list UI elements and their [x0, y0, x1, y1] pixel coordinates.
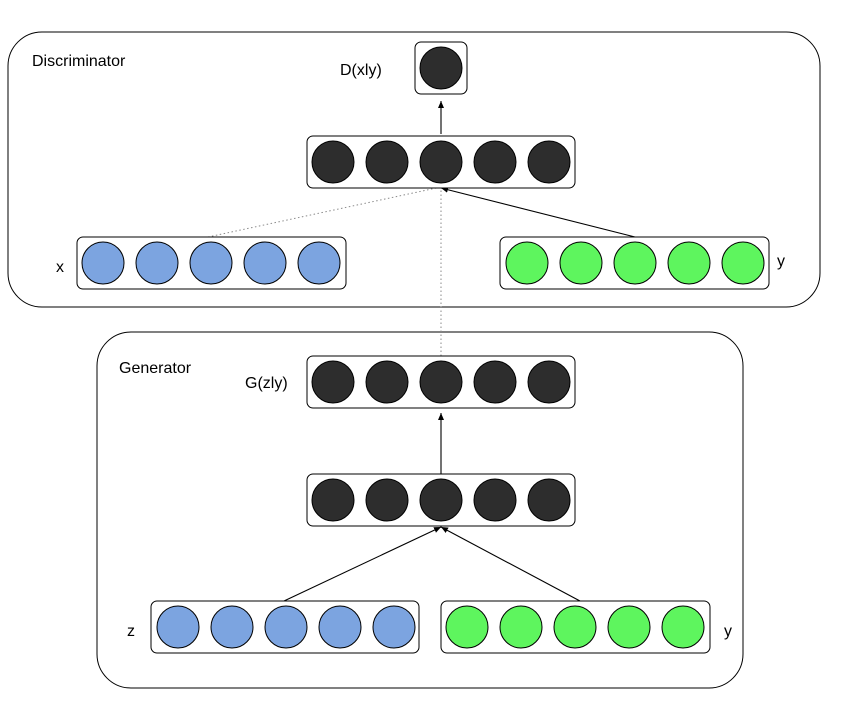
d-y-unit: [505, 241, 549, 285]
discriminator-input-y-label: y: [777, 253, 785, 270]
g-hidden-layer: [306, 473, 576, 527]
g-hidden-unit: [527, 478, 571, 522]
d-output-layer: [414, 41, 468, 95]
g-output-unit: [473, 360, 517, 404]
g-y-unit: [607, 605, 651, 649]
d-y-units: [505, 241, 765, 285]
discriminator-output-label: D(xly): [340, 62, 382, 79]
d-x-unit: [297, 241, 341, 285]
d-y-to-hidden-edge: [440, 186, 636, 238]
g-y-unit: [445, 605, 489, 649]
d-x-unit: [189, 241, 233, 285]
g-output-units: [311, 360, 571, 404]
d-hidden-unit: [311, 140, 355, 184]
d-hidden-unit: [527, 140, 571, 184]
g-z-units: [156, 605, 416, 649]
discriminator-input-x-label: x: [56, 259, 64, 276]
g-output-unit: [311, 360, 355, 404]
d-x-units: [81, 241, 341, 285]
g-z-unit: [210, 605, 254, 649]
g-y-unit: [553, 605, 597, 649]
d-y-unit: [721, 241, 765, 285]
g-y-unit: [499, 605, 543, 649]
d-hidden-units: [311, 140, 571, 184]
g-y-units: [445, 605, 705, 649]
d-x-unit: [243, 241, 287, 285]
generator-title: Generator: [119, 360, 192, 377]
generator-input-y-label: y: [724, 623, 732, 640]
g-z-to-hidden-edge: [283, 526, 442, 602]
g-output-unit: [365, 360, 409, 404]
generator-input-z-label: z: [127, 623, 135, 640]
d-x-layer: [76, 236, 347, 290]
g-z-layer: [150, 600, 420, 654]
d-y-unit: [613, 241, 657, 285]
g-hidden-unit: [311, 478, 355, 522]
g-z-unit: [372, 605, 416, 649]
g-output-unit: [419, 360, 463, 404]
g-z-unit: [264, 605, 308, 649]
g-hidden-unit: [365, 478, 409, 522]
generator-output-label: G(zly): [245, 375, 288, 392]
g-hidden-unit: [473, 478, 517, 522]
d-y-unit: [559, 241, 603, 285]
d-output-units: [419, 46, 463, 90]
g-output-layer: [306, 355, 576, 409]
d-hidden-unit: [419, 140, 463, 184]
g-hidden-units: [311, 478, 571, 522]
d-x-unit: [81, 241, 125, 285]
d-output-unit: [419, 46, 463, 90]
g-y-unit: [661, 605, 705, 649]
d-hidden-layer: [306, 135, 576, 189]
g-y-layer: [440, 600, 711, 654]
d-hidden-unit: [473, 140, 517, 184]
g-hidden-unit: [419, 478, 463, 522]
d-x-unit: [135, 241, 179, 285]
d-y-unit: [667, 241, 711, 285]
g-z-unit: [156, 605, 200, 649]
g-z-unit: [318, 605, 362, 649]
g-output-unit: [527, 360, 571, 404]
discriminator-title: Discriminator: [32, 53, 126, 70]
g-y-to-hidden-edge: [440, 526, 581, 602]
d-y-layer: [499, 236, 770, 290]
d-hidden-unit: [365, 140, 409, 184]
